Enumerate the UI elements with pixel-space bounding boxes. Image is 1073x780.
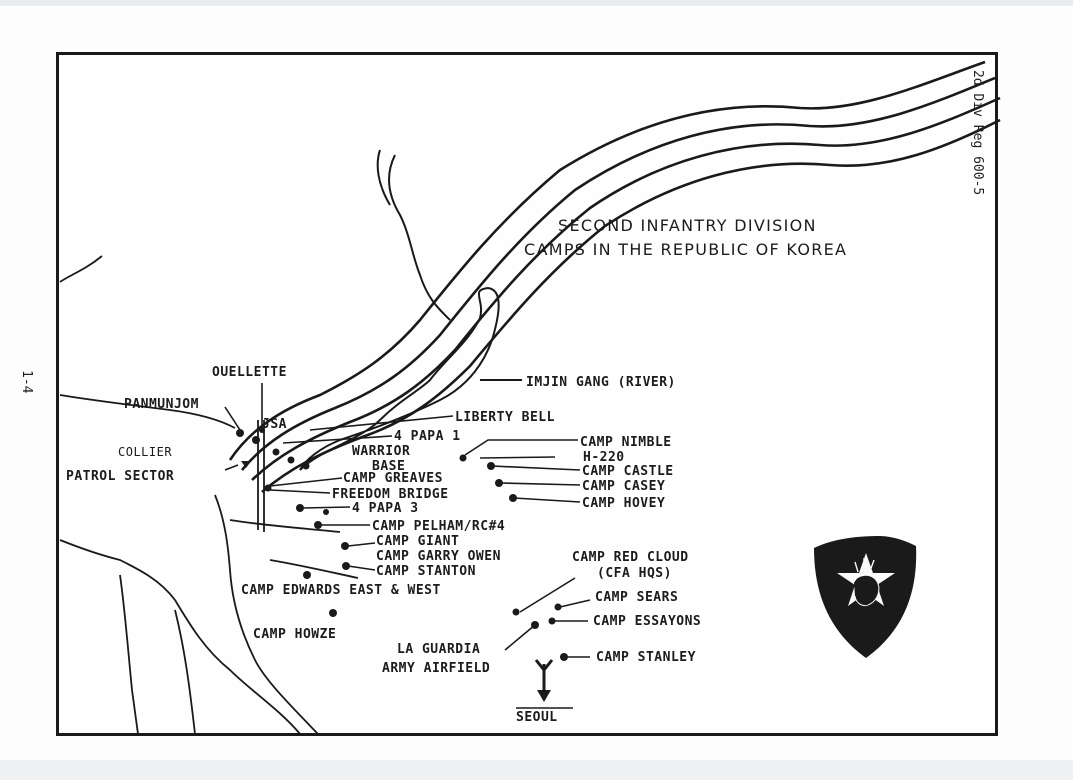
label-patrol-sector: PATROL SECTOR [66, 469, 174, 484]
label-seoul: SEOUL [516, 710, 558, 725]
label-liberty-bell: LIBERTY BELL [455, 410, 555, 425]
label-base: BASE [372, 459, 405, 474]
tributary-loop [299, 149, 522, 471]
label-la-guardia: LA GUARDIA [397, 642, 480, 657]
label-imjin-river: IMJIN GANG (RIVER) [526, 375, 676, 390]
label-camp-stanton: CAMP STANTON [376, 564, 476, 579]
label-jsa: JSA [262, 417, 287, 432]
label-camp-greaves: CAMP GREAVES [343, 471, 443, 486]
scan-bottom-edge [0, 760, 1073, 780]
seoul-arrow [516, 659, 573, 709]
label-freedom-bridge: FREEDOM BRIDGE [332, 487, 449, 502]
label-camp-sears: CAMP SEARS [595, 590, 678, 605]
label-4-papa-1: 4 PAPA 1 [394, 429, 461, 444]
imjin-river [228, 60, 1001, 493]
label-camp-edwards: CAMP EDWARDS EAST & WEST [241, 583, 441, 598]
label-ouellette: OUELLETTE [212, 365, 287, 380]
label-camp-stanley: CAMP STANLEY [596, 650, 696, 665]
scan-edge [0, 0, 1073, 6]
label-collier: COLLIER [118, 445, 172, 459]
document-reference: 2d Div Reg 600-5 [970, 70, 985, 196]
page-number: 1-4 [19, 370, 34, 394]
camp-markers [236, 427, 568, 661]
label-camp-nimble: CAMP NIMBLE [580, 435, 672, 450]
label-panmunjom: PANMUNJOM [124, 397, 199, 412]
label-camp-casey: CAMP CASEY [582, 479, 665, 494]
label-camp-hovey: CAMP HOVEY [582, 496, 665, 511]
label-4-papa-3: 4 PAPA 3 [352, 501, 419, 516]
label-camp-giant: CAMP GIANT [376, 534, 459, 549]
label-camp-castle: CAMP CASTLE [582, 464, 674, 479]
label-warrior: WARRIOR [352, 444, 410, 459]
map-title-line2: CAMPS IN THE REPUBLIC OF KOREA [524, 240, 847, 259]
leader-lines [224, 383, 591, 658]
label-cfa-hqs: (CFA HQS) [597, 566, 672, 581]
label-army-airfield: ARMY AIRFIELD [382, 661, 490, 676]
label-h-220: H-220 [583, 450, 625, 465]
label-camp-red-cloud: CAMP RED CLOUD [572, 550, 689, 565]
label-camp-howze: CAMP HOWZE [253, 627, 336, 642]
label-camp-garry-owen: CAMP GARRY OWEN [376, 549, 501, 564]
label-camp-essayons: CAMP ESSAYONS [593, 614, 701, 629]
label-camp-pelham: CAMP PELHAM/RC#4 [372, 519, 505, 534]
terrain-lines [59, 255, 359, 735]
division-shield-icon [814, 536, 917, 658]
map-title-line1: SECOND INFANTRY DIVISION [558, 216, 817, 235]
